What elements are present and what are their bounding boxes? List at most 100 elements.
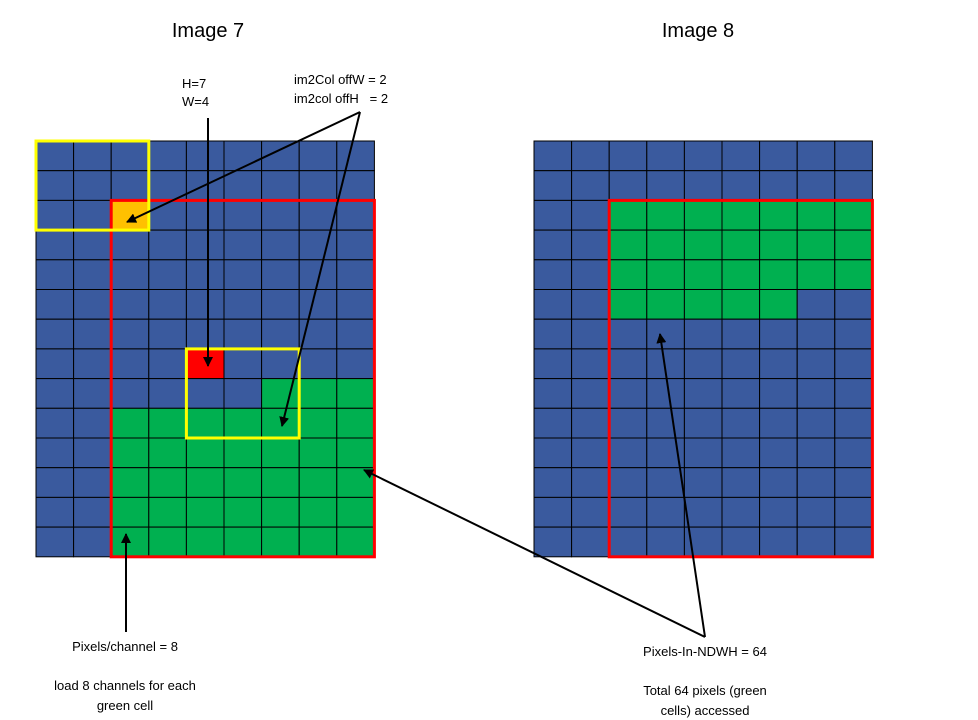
grid-cell: [646, 496, 685, 528]
grid-cell: [223, 318, 263, 350]
panel-title-image-7: Image 7: [172, 20, 244, 42]
grid-cell: [261, 318, 300, 350]
grid-cell: [683, 229, 723, 261]
grid-cell: [759, 348, 798, 380]
grid-cell: [35, 140, 75, 172]
red-box: [607, 198, 874, 559]
grid-cell: [721, 229, 761, 261]
grid-cell: [261, 259, 300, 290]
image-7-grid: [34, 139, 376, 559]
grid-cell: [571, 437, 610, 469]
grid-cell: [608, 259, 648, 290]
grid-cell: [759, 199, 798, 231]
yellow-box-1: [34, 139, 151, 232]
grid-cell: [261, 199, 300, 231]
arrow-offset-to-orange-cell: [126, 111, 361, 223]
label-pixels-in-ndwh: Pixels-In-NDWH = 64: [643, 644, 767, 659]
grid-cell: [35, 199, 75, 231]
grid-cell: [683, 348, 723, 380]
grid-cell: [759, 140, 798, 172]
grid-cell: [796, 318, 836, 350]
grid-cell: [223, 407, 263, 439]
grid-cell: [533, 378, 573, 409]
grid-cell: [110, 229, 150, 261]
grid-cell: [759, 496, 798, 528]
grid-cell: [683, 259, 723, 290]
grid-cell: [608, 289, 648, 320]
grid-cell: [721, 467, 761, 498]
grid-cell: [683, 140, 723, 172]
grid-cell: [834, 318, 873, 350]
grid-cell: [608, 170, 648, 201]
grid-cell: [110, 289, 150, 320]
grid-cell: [261, 526, 300, 558]
grid-cell: [185, 229, 225, 261]
grid-cell: [646, 170, 685, 201]
grid-cell: [73, 199, 112, 231]
arrows: [121, 111, 706, 638]
grid-cell: [646, 407, 685, 439]
grid-cell: [646, 289, 685, 320]
grid-cell: [185, 318, 225, 350]
grid-cell: [571, 318, 610, 350]
grid-cell: [336, 437, 375, 469]
grid-cell: [721, 526, 761, 558]
grid-cell: [73, 378, 112, 409]
grid-cell: [223, 467, 263, 498]
grid-cell: [185, 259, 225, 290]
grid-cell: [683, 496, 723, 528]
grid-cell: [110, 318, 150, 350]
grid-cell: [73, 140, 112, 172]
grid-cell: [571, 348, 610, 380]
grid-cell: [148, 437, 187, 469]
grid-cell: [223, 496, 263, 528]
arrow-ndwh-to-image-7: [363, 469, 706, 638]
grid-cell: [608, 437, 648, 469]
grid-cell: [683, 289, 723, 320]
grid-cell: [683, 170, 723, 201]
grid-cell: [796, 526, 836, 558]
grid-cell: [796, 229, 836, 261]
grid-cell: [35, 170, 75, 201]
grid-cell: [336, 378, 375, 409]
grid-cell: [721, 407, 761, 439]
grid-cell: [223, 170, 263, 201]
grid-cell: [336, 407, 375, 439]
grid-cell: [721, 496, 761, 528]
grid-cell: [223, 289, 263, 320]
grid-cell: [571, 467, 610, 498]
grid-cell: [35, 437, 75, 469]
grid-cell: [759, 437, 798, 469]
grid-cell: [571, 170, 610, 201]
grid-cell: [110, 467, 150, 498]
grid-cell: [721, 318, 761, 350]
grid-cell: [608, 348, 648, 380]
grid-cell: [223, 348, 263, 380]
grid-cell: [35, 407, 75, 439]
grid-cell: [608, 318, 648, 350]
grid-cell: [73, 229, 112, 261]
grid-cell: [533, 259, 573, 290]
grid-cell: [148, 289, 187, 320]
grid-cell: [336, 526, 375, 558]
grid-cell: [185, 289, 225, 320]
grid-cell: [148, 318, 187, 350]
grid-cell: [533, 318, 573, 350]
grid-cell: [608, 526, 648, 558]
grid-cell: [721, 378, 761, 409]
grid-cell: [796, 407, 836, 439]
grid-cell: [571, 199, 610, 231]
grid-cell: [646, 378, 685, 409]
grid-cell: [73, 467, 112, 498]
grid-cell: [834, 437, 873, 469]
grid-cell: [298, 496, 338, 528]
grid-cell: [148, 229, 187, 261]
grid-cell: [796, 378, 836, 409]
grid-cell: [148, 348, 187, 380]
grid-cell: [148, 467, 187, 498]
grid-cell: [148, 378, 187, 409]
grid-cell: [796, 348, 836, 380]
grid-cell: [223, 437, 263, 469]
grid-cell: [759, 467, 798, 498]
label-load-line-1: load 8 channels for each: [54, 678, 196, 693]
